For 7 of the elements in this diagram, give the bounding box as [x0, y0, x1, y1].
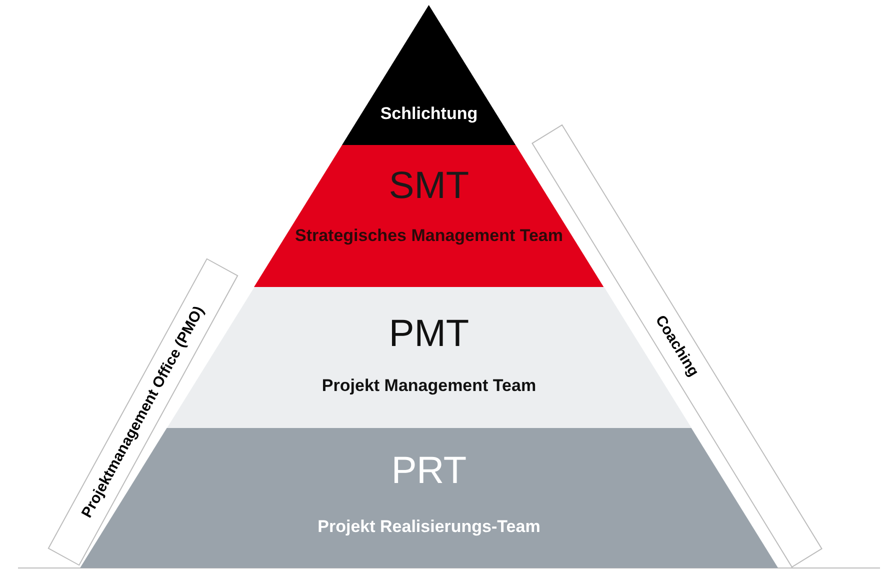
level-title: PMT [388, 313, 470, 355]
level-label: Schlichtung [380, 104, 478, 123]
level-title: SMT [388, 165, 470, 207]
level-subtitle: Strategisches Management Team [294, 226, 563, 245]
level-subtitle: Projekt Realisierungs-Team [318, 517, 540, 536]
level-subtitle: Projekt Management Team [322, 376, 536, 395]
level-title: PRT [391, 450, 467, 492]
